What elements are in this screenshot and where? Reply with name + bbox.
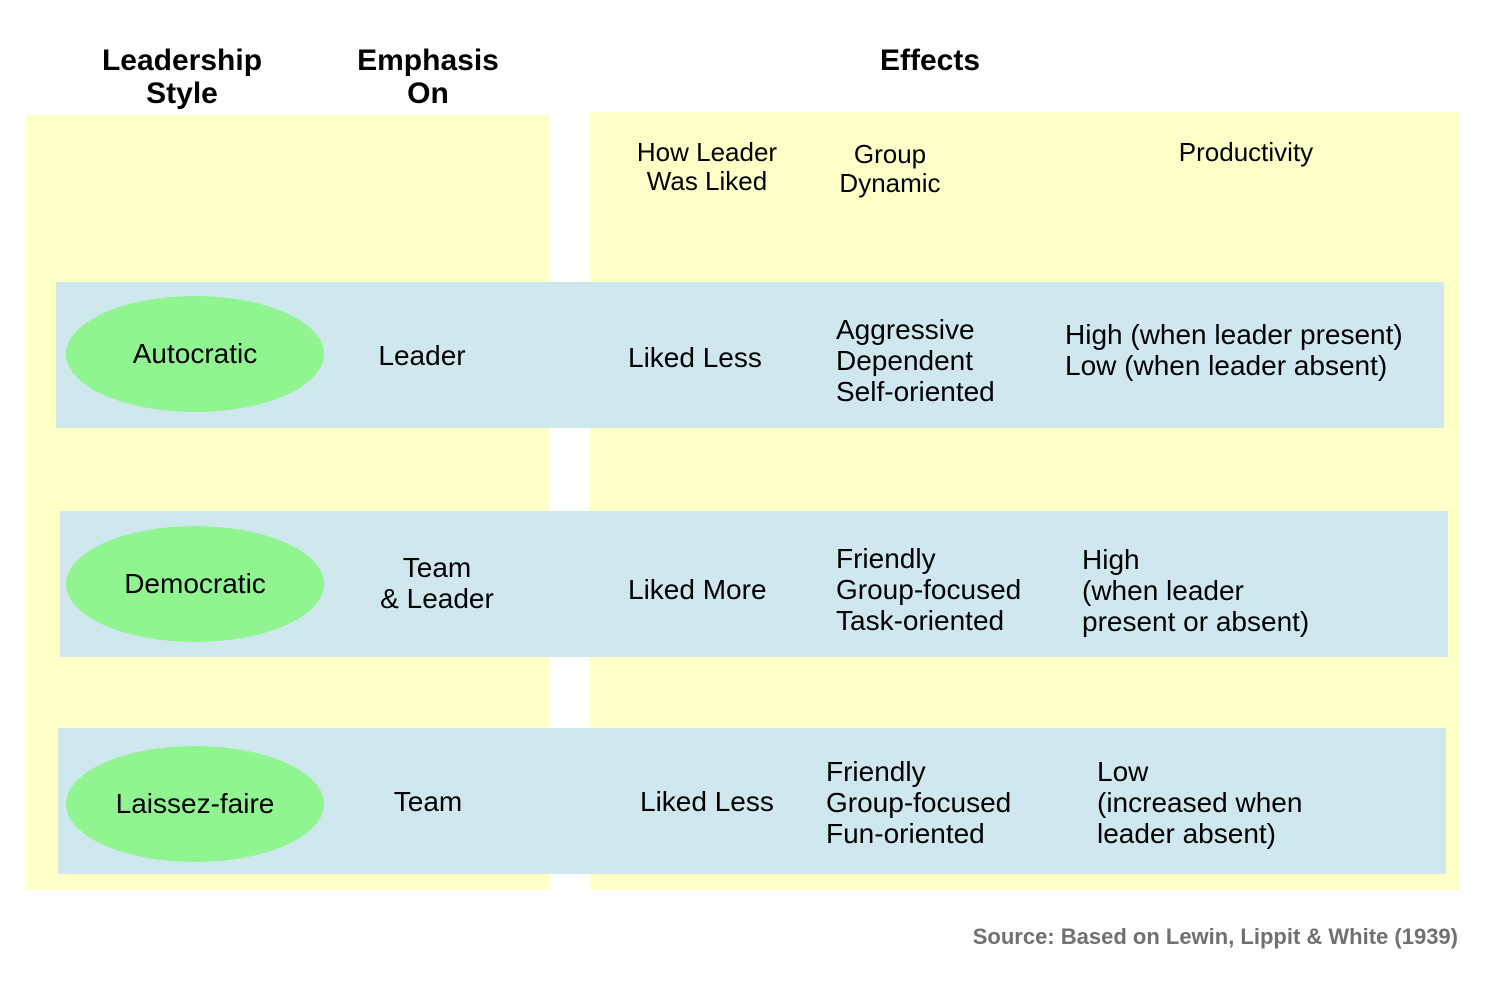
style-ellipse-democratic: Democratic — [66, 526, 324, 642]
emphasis-cell: Team& Leader — [380, 552, 494, 614]
source-citation: Source: Based on Lewin, Lippit & White (… — [972, 924, 1458, 949]
emphasis-cell: Leader — [378, 340, 466, 371]
liked-cell: Liked Less — [628, 342, 762, 373]
subheader-productivity: Productivity — [1178, 137, 1314, 167]
style-ellipse-laissez-faire: Laissez-faire — [66, 746, 324, 862]
style-label: Laissez-faire — [115, 788, 275, 819]
style-label: Autocratic — [132, 338, 258, 369]
emphasis-cell: Team — [393, 786, 463, 817]
header-effects: Effects — [879, 44, 981, 77]
liked-cell: Liked More — [628, 574, 767, 605]
productivity-cell: High (when leader present)Low (when lead… — [1065, 319, 1403, 381]
style-ellipse-autocratic: Autocratic — [66, 296, 324, 412]
style-label: Democratic — [124, 568, 266, 599]
liked-cell: Liked Less — [640, 786, 774, 817]
